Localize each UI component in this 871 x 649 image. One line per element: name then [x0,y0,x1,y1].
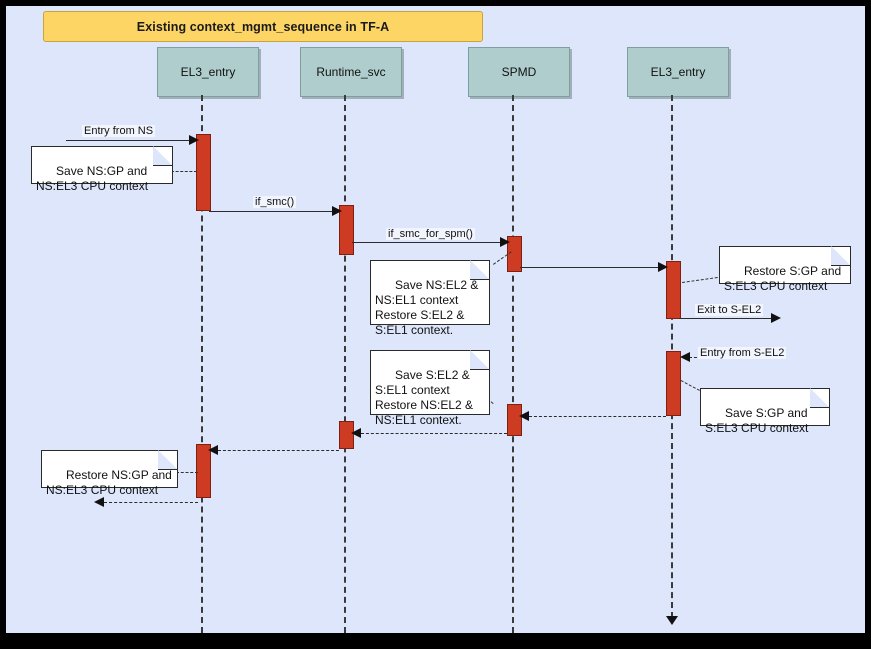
note-fold-corner-icon [470,350,490,370]
message-line-el3-exit-ns [104,502,198,503]
arrow-head-icon-spmd-to-runtime [351,428,361,438]
note-save-s-gp: Save S:GP and S:EL3 CPU context [700,388,830,435]
participant-label: EL3_entry [650,65,706,79]
participant-label: Runtime_svc [316,65,386,79]
note-restore-s-gp: Restore S:GP and S:EL3 CPU context [719,246,851,293]
note-text: Save NS:EL2 & NS:EL1 context Restore S:E… [375,278,479,337]
participant-el3-entry-left[interactable]: EL3_entry [157,47,259,97]
note-text: Save S:EL2 & S:EL1 context Restore NS:EL… [375,368,474,427]
note-fold-corner-icon [470,260,490,280]
note-fold-corner-icon [153,146,173,166]
arrow-head-icon-if-smc-for-spm [500,237,510,247]
participant-label: EL3_entry [180,65,236,79]
message-line-entry-from-ns [66,140,190,141]
note-fold-corner-icon [810,388,830,408]
note-text: Restore NS:GP and NS:EL3 CPU context [46,468,172,497]
message-line-spmd-to-runtime [361,433,507,434]
note-save-s-el2: Save S:EL2 & S:EL1 context Restore NS:EL… [370,350,490,427]
activation-el3-entry-right-2 [666,351,681,416]
arrow-head-icon-spmd-to-el3 [658,262,668,272]
note-save-ns-gp: Save NS:GP and NS:EL3 CPU context [31,146,173,193]
message-line-runtime-to-el3 [218,450,339,451]
sequence-diagram-canvas: Existing context_mgmt_sequence in TF-A E… [6,6,865,633]
note-text: Save NS:GP and NS:EL3 CPU context [36,164,149,193]
participant-spmd[interactable]: SPMD [468,47,570,97]
arrow-head-icon-el3-to-spmd [519,411,529,421]
activation-spmd-1 [507,236,522,272]
activation-el3-entry-left-2 [196,444,211,498]
message-label-if-smc: if_smc() [253,196,297,208]
message-line-if-smc-for-spm [352,242,501,243]
message-line-spmd-to-el3 [520,267,660,268]
lifeline-end-arrow-icon [666,616,678,625]
arrow-head-icon-el3-exit-ns [94,497,104,507]
arrow-head-icon-entry-from-sel2 [680,352,690,362]
note-fold-corner-icon [831,246,851,266]
note-text: Save S:GP and S:EL3 CPU context [705,406,809,435]
note-connector-restore-s-gp [682,276,718,283]
note-save-ns-el2: Save NS:EL2 & NS:EL1 context Restore S:E… [370,260,490,337]
arrow-head-icon-entry-from-ns [189,135,199,145]
note-connector-save-ns-gp [171,171,197,172]
message-label-entry-from-sel2: Entry from S-EL2 [698,347,787,359]
participant-runtime-svc[interactable]: Runtime_svc [300,47,402,97]
lifeline-el3-entry-left [201,95,203,633]
message-line-el3-to-spmd [529,416,666,417]
arrow-head-icon-runtime-to-el3 [208,445,218,455]
message-line-exit-to-sel2 [679,318,773,319]
note-connector-restore-ns-gp [176,472,198,473]
note-fold-corner-icon [158,450,178,470]
participant-label: SPMD [501,65,537,79]
message-label-entry-from-ns: Entry from NS [82,125,156,137]
arrow-head-icon-if-smc [332,206,342,216]
note-restore-ns-gp: Restore NS:GP and NS:EL3 CPU context [41,450,178,497]
participant-el3-entry-right[interactable]: EL3_entry [627,47,729,97]
activation-el3-entry-right-1 [666,261,681,319]
arrow-head-icon-exit-to-sel2 [771,313,781,323]
activation-runtime-svc-1 [339,205,354,255]
message-line-if-smc [209,211,333,212]
message-label-if-smc-for-spm: if_smc_for_spm() [386,228,475,240]
activation-el3-entry-left-1 [196,134,211,211]
lifeline-runtime-svc [344,95,346,633]
lifeline-spmd [512,95,514,633]
diagram-title-banner: Existing context_mgmt_sequence in TF-A [43,11,483,42]
note-text: Restore S:GP and S:EL3 CPU context [724,264,842,293]
message-label-exit-to-sel2: Exit to S-EL2 [695,304,764,316]
